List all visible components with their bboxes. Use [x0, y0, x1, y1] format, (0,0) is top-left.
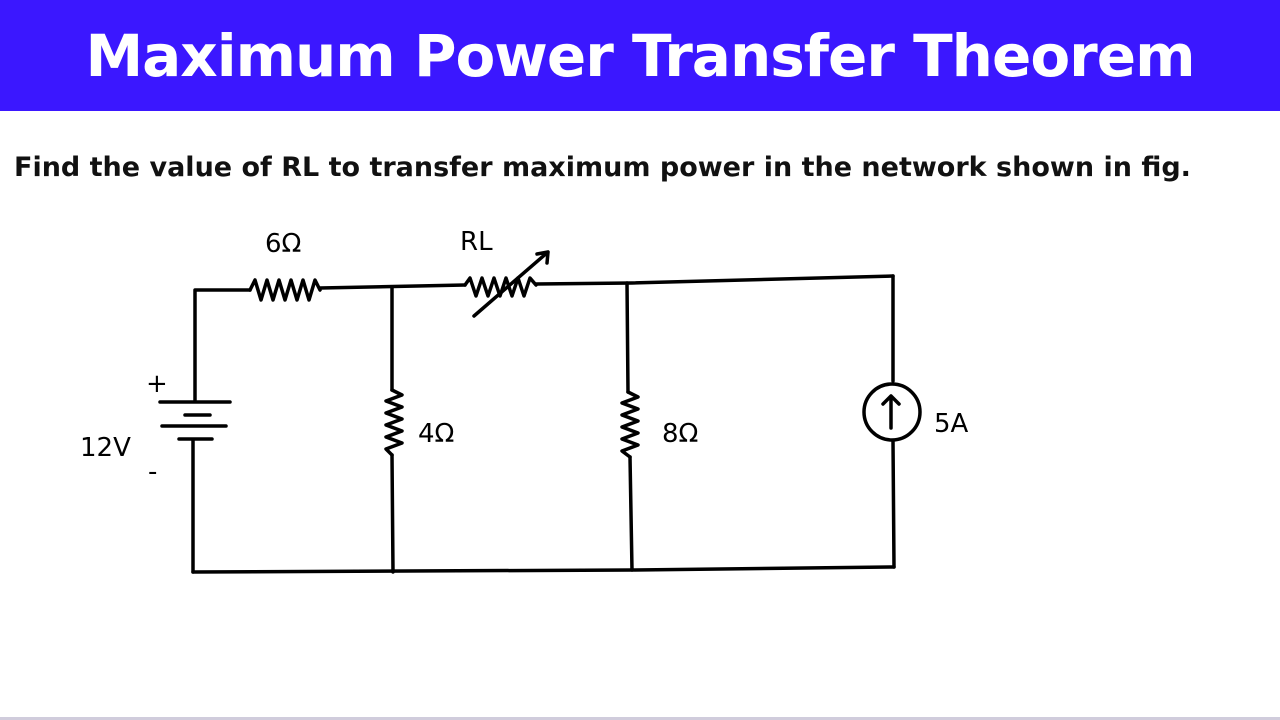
wire-node2-down [625, 281, 630, 394]
label-8ohm: 8Ω [662, 419, 698, 449]
label-5a: 5A [934, 409, 969, 439]
resistor-rl [463, 276, 538, 298]
label-4ohm: 4Ω [418, 419, 454, 449]
bottom-divider [0, 717, 1280, 720]
title-banner: Maximum Power Transfer Theorem [0, 0, 1280, 111]
wire-right-bottom [891, 439, 896, 569]
wire-top-right [534, 274, 895, 286]
label-6ohm: 6Ω [265, 229, 301, 259]
wire-4ohm-down [390, 453, 395, 574]
resistor-6ohm [248, 278, 322, 302]
label-minus: - [148, 457, 157, 487]
up-arrow-icon [881, 394, 901, 430]
resistor-8ohm [620, 390, 640, 459]
page-title: Maximum Power Transfer Theorem [85, 21, 1195, 90]
question-text: Find the value of RL to transfer maximum… [14, 152, 1191, 183]
label-plus: + [146, 369, 168, 399]
wire-8ohm-down [628, 455, 634, 572]
label-rl: RL [460, 227, 493, 257]
variable-arrow-icon [472, 250, 550, 318]
wire-bottom [191, 565, 896, 574]
label-12v: 12V [80, 433, 131, 463]
resistor-4ohm [384, 388, 404, 457]
wire-left-top [193, 288, 252, 402]
